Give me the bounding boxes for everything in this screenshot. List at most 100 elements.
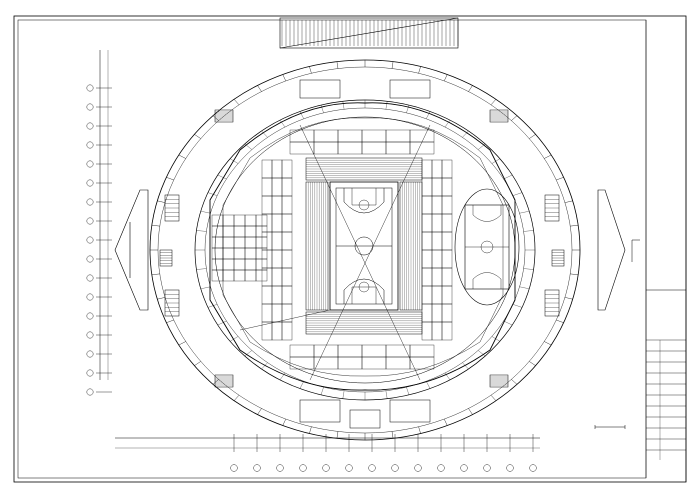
room	[431, 177, 443, 197]
room	[222, 269, 235, 282]
room	[421, 321, 433, 341]
circulation-lines	[239, 124, 431, 381]
left-dimension-line	[96, 50, 112, 393]
room	[441, 285, 453, 305]
room	[222, 225, 235, 238]
stair-block	[214, 109, 234, 123]
room	[337, 356, 363, 370]
room	[255, 258, 268, 271]
seating-stands	[305, 157, 423, 335]
room	[431, 231, 443, 251]
room	[421, 267, 433, 287]
room	[409, 141, 435, 155]
room	[431, 249, 443, 269]
room	[281, 195, 293, 215]
room	[244, 269, 257, 282]
scale-bar	[594, 425, 626, 429]
inner-building	[209, 102, 516, 391]
room	[289, 344, 315, 358]
axis-bubble	[322, 464, 330, 472]
east-entrance-triangle	[597, 189, 626, 311]
room	[271, 159, 283, 179]
axis-bubble	[86, 312, 94, 320]
axis-bubble	[368, 464, 376, 472]
axis-bubble	[86, 103, 94, 111]
north-entrance-stairs	[299, 79, 431, 99]
title-block	[645, 20, 687, 482]
axis-bubble	[230, 464, 238, 472]
room	[244, 258, 257, 271]
axis-bubble	[391, 464, 399, 472]
axis-bubble	[529, 464, 537, 472]
room	[431, 195, 443, 215]
room	[233, 269, 246, 282]
room	[211, 236, 224, 249]
axis-bubble	[86, 236, 94, 244]
axis-bubble	[460, 464, 468, 472]
room	[441, 303, 453, 323]
room	[281, 213, 293, 233]
room	[222, 247, 235, 260]
axis-bubble	[86, 274, 94, 282]
room	[271, 213, 283, 233]
bottom-dimension-line	[115, 434, 540, 452]
room	[431, 321, 443, 341]
room	[255, 269, 268, 282]
axis-bubble	[86, 141, 94, 149]
room	[421, 249, 433, 269]
room	[211, 214, 224, 227]
room	[281, 177, 293, 197]
stair-block	[489, 109, 509, 123]
axis-bubble	[414, 464, 422, 472]
roof-hatch-band	[279, 17, 459, 49]
room	[271, 177, 283, 197]
room	[222, 214, 235, 227]
axis-bubble	[86, 255, 94, 263]
axis-bubble	[483, 464, 491, 472]
room	[431, 213, 443, 233]
room	[441, 249, 453, 269]
stair-block	[159, 249, 173, 267]
west-entrance-triangle	[114, 189, 149, 311]
axis-bubble	[86, 388, 94, 396]
east-marker-icon	[631, 239, 640, 262]
room	[211, 225, 224, 238]
room	[271, 303, 283, 323]
room	[431, 303, 443, 323]
room	[361, 129, 387, 143]
room	[385, 141, 411, 155]
stair-block	[164, 289, 180, 317]
axis-bubble	[86, 293, 94, 301]
axis-bubble	[86, 122, 94, 130]
training-basketball-court	[454, 188, 520, 306]
axis-bubble	[86, 160, 94, 168]
room	[281, 303, 293, 323]
room	[313, 129, 339, 143]
axis-bubble	[86, 84, 94, 92]
room	[255, 236, 268, 249]
left-axis-bubbles	[86, 84, 94, 396]
room	[255, 214, 268, 227]
room	[244, 225, 257, 238]
room	[244, 214, 257, 227]
room	[211, 258, 224, 271]
seating-block	[305, 181, 329, 311]
room	[281, 321, 293, 341]
room	[271, 249, 283, 269]
seating-block	[305, 157, 423, 181]
sheet-inner-border	[17, 19, 647, 479]
room	[281, 249, 293, 269]
room	[431, 285, 443, 305]
room	[271, 195, 283, 215]
room	[281, 159, 293, 179]
room	[361, 356, 387, 370]
axis-bubble	[299, 464, 307, 472]
room	[261, 303, 273, 323]
room	[289, 129, 315, 143]
axis-bubble	[86, 331, 94, 339]
room	[385, 356, 411, 370]
room	[431, 267, 443, 287]
stair-block	[544, 289, 560, 317]
ring-column-marks	[150, 60, 580, 440]
